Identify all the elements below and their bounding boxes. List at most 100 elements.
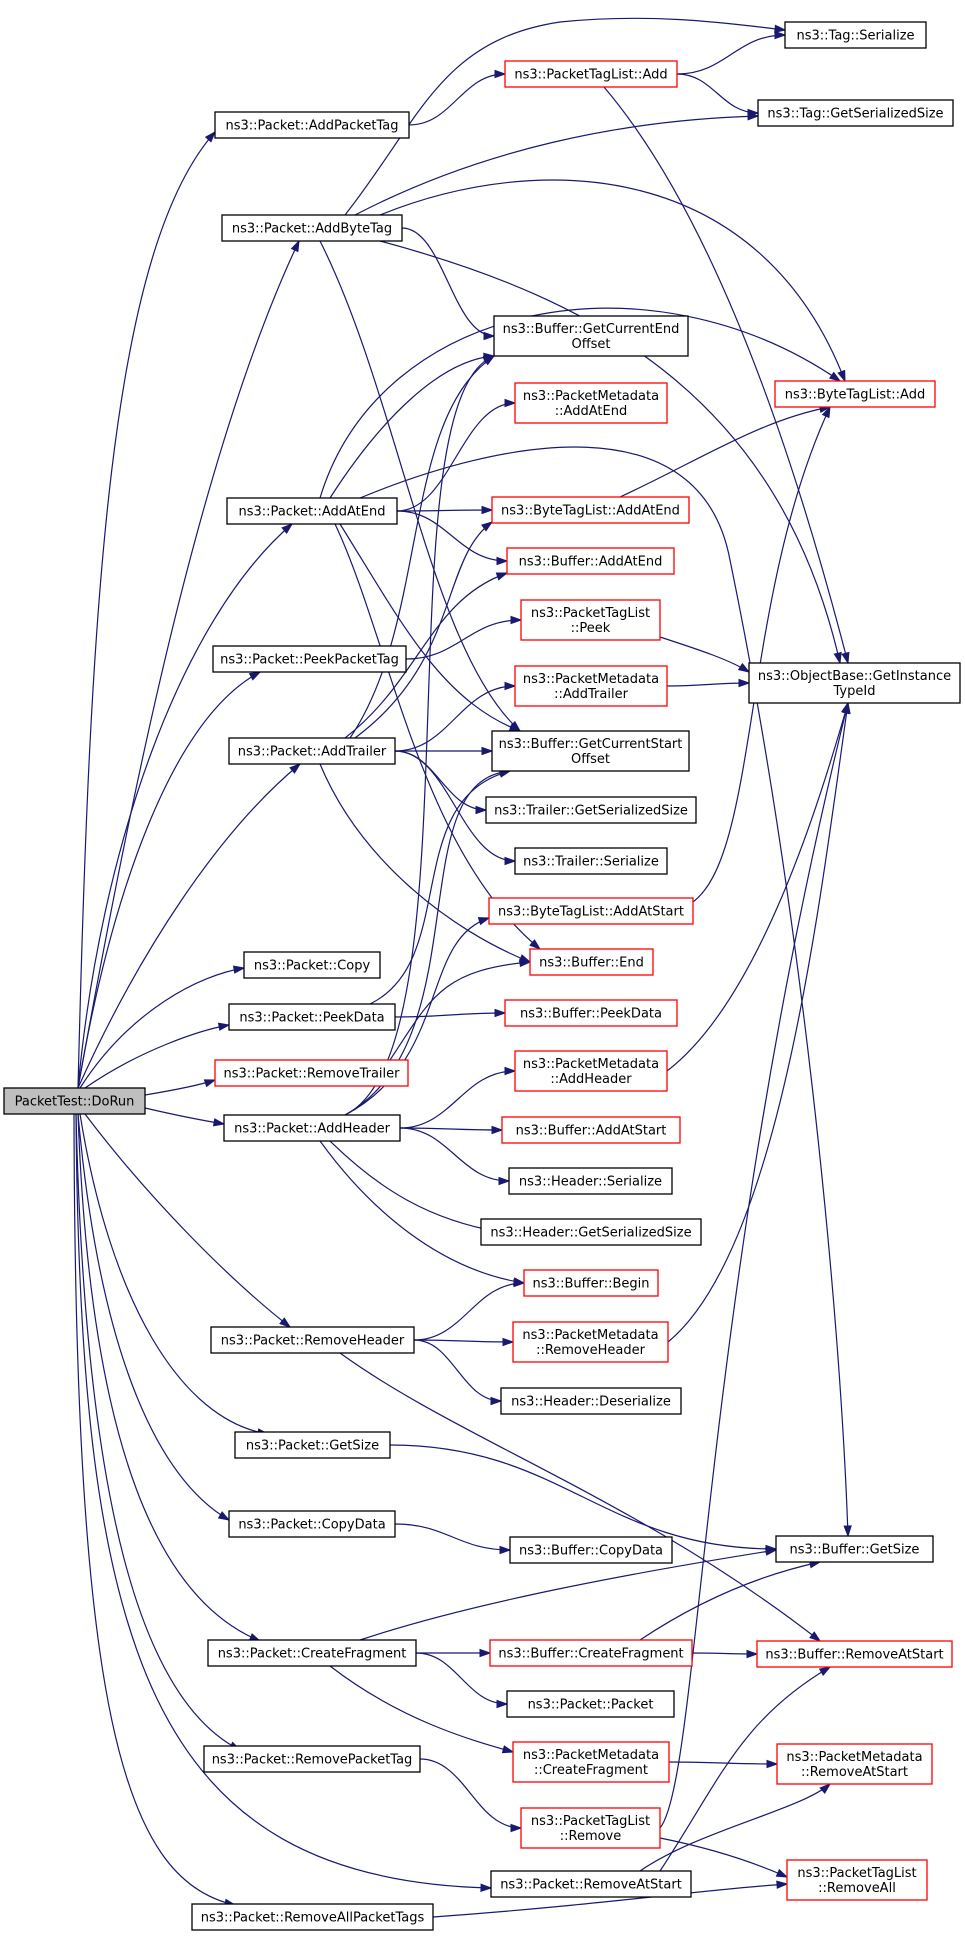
node-buf-end[interactable]: ns3::Buffer::End: [529, 948, 654, 976]
node-label: ::RemoveAll: [818, 1881, 896, 1896]
edge-line: [75, 1113, 241, 1751]
edge-line: [369, 770, 511, 1005]
arrowhead-icon: [841, 651, 850, 665]
node-ptl-removeall[interactable]: ns3::PacketTagList::RemoveAll: [786, 1859, 928, 1901]
arrowhead-icon: [496, 556, 509, 566]
arrowhead-icon: [821, 405, 831, 419]
node-buf-addatend[interactable]: ns3::Buffer::AddAtEnd: [506, 547, 675, 575]
arrowhead-icon: [281, 523, 294, 535]
arrowhead-icon: [217, 1022, 231, 1031]
edge-line: [77, 763, 301, 1089]
node-packet-packet[interactable]: ns3::Packet::Packet: [506, 1690, 675, 1718]
arrowhead-icon: [504, 1066, 517, 1076]
node-box: [514, 665, 668, 707]
node-addatend[interactable]: ns3::Packet::AddAtEnd: [226, 497, 398, 525]
edge-line: [399, 1070, 516, 1129]
node-pm-addatend[interactable]: ns3::PacketMetadata::AddAtEnd: [514, 382, 668, 424]
node-label: ns3::Trailer::Serialize: [523, 855, 659, 870]
arrowhead-icon: [477, 917, 491, 926]
edge-line: [339, 523, 521, 732]
edge-createfragment-to-pm_createfragment: [329, 1665, 515, 1754]
node-label: ns3::Packet::RemoveTrailer: [224, 1067, 401, 1082]
node-header-ser[interactable]: ns3::Header::Serialize: [508, 1167, 673, 1195]
node-label: ns3::Header::Deserialize: [511, 1395, 671, 1410]
node-label: ns3::PacketTagList: [531, 606, 650, 621]
node-pm-addheader[interactable]: ns3::PacketMetadata::AddHeader: [514, 1050, 668, 1092]
arrowhead-icon: [496, 1699, 509, 1709]
node-label: ns3::Packet::CreateFragment: [218, 1647, 407, 1662]
node-pm-removeatstart[interactable]: ns3::PacketMetadata::RemoveAtStart: [776, 1743, 933, 1785]
edge-line: [603, 86, 849, 664]
node-pm-removeheader[interactable]: ns3::PacketMetadata::RemoveHeader: [512, 1321, 669, 1363]
node-buf-begin[interactable]: ns3::Buffer::Begin: [523, 1269, 659, 1297]
edge-addbytetag-to-tag_getser: [354, 112, 760, 216]
node-ptl-remove[interactable]: ns3::PacketTagList::Remove: [520, 1807, 661, 1849]
edge-addtrailer-to-btl_addatend: [354, 521, 494, 739]
node-buf-getsize[interactable]: ns3::Buffer::GetSize: [775, 1535, 934, 1563]
node-box: [228, 1510, 396, 1538]
node-label: ns3::Buffer::CreateFragment: [498, 1647, 683, 1662]
edge-line: [668, 1761, 778, 1765]
arrowhead-icon: [737, 662, 751, 673]
node-buf-copydata[interactable]: ns3::Buffer::CopyData: [509, 1536, 673, 1564]
node-buf-removeatstart[interactable]: ns3::Buffer::RemoveAtStart: [756, 1640, 953, 1668]
node-trailer-getser[interactable]: ns3::Trailer::GetSerializedSize: [485, 796, 697, 824]
node-ptl-add[interactable]: ns3::PacketTagList::Add: [504, 60, 678, 88]
node-header-getser[interactable]: ns3::Header::GetSerializedSize: [480, 1218, 702, 1246]
node-addbytetag[interactable]: ns3::Packet::AddByteTag: [221, 214, 403, 242]
edge-line: [659, 1666, 831, 1872]
node-buf-createfragment[interactable]: ns3::Buffer::CreateFragment: [489, 1639, 693, 1667]
node-removeheader[interactable]: ns3::Packet::RemoveHeader: [210, 1326, 415, 1354]
edge-line: [659, 702, 849, 1829]
node-label: ns3::Trailer::GetSerializedSize: [494, 804, 688, 819]
node-dorun[interactable]: PacketTest::DoRun: [3, 1087, 146, 1115]
node-peekdata[interactable]: ns3::Packet::PeekData: [228, 1003, 396, 1031]
node-box: [509, 1536, 673, 1564]
arrowhead-icon: [499, 1545, 512, 1555]
node-removepackettag[interactable]: ns3::Packet::RemovePacketTag: [203, 1745, 421, 1773]
edge-removeallpackettags-to-ptl_removeall: [432, 1880, 789, 1918]
arrowhead-icon: [491, 1125, 504, 1135]
node-createfragment[interactable]: ns3::Packet::CreateFragment: [207, 1639, 417, 1667]
edge-ptl_add-to-ob_getinst: [603, 86, 850, 665]
node-trailer-ser[interactable]: ns3::Trailer::Serialize: [514, 847, 668, 875]
node-pm-addtrailer[interactable]: ns3::PacketMetadata::AddTrailer: [514, 665, 668, 707]
node-peekpackettag[interactable]: ns3::Packet::PeekPacketTag: [212, 645, 407, 673]
edge-line: [396, 509, 493, 512]
edge-addatend-to-buf_getcurstart: [339, 523, 522, 732]
node-buf-addatstart[interactable]: ns3::Buffer::AddAtStart: [501, 1116, 681, 1144]
node-addheader[interactable]: ns3::Packet::AddHeader: [223, 1114, 401, 1142]
node-tag-getser[interactable]: ns3::Tag::GetSerializedSize: [757, 99, 954, 127]
node-packet-removeatstart[interactable]: ns3::Packet::RemoveAtStart: [490, 1870, 692, 1898]
node-addpackettag[interactable]: ns3::Packet::AddPacketTag: [214, 111, 410, 139]
node-btl-addatstart[interactable]: ns3::ByteTagList::AddAtStart: [488, 897, 694, 925]
node-box: [512, 1741, 670, 1783]
node-label: ::AddTrailer: [554, 687, 628, 702]
node-pm-createfragment[interactable]: ns3::PacketMetadata::CreateFragment: [512, 1741, 670, 1783]
node-ptl-peek[interactable]: ns3::PacketTagList::Peek: [520, 599, 661, 641]
node-box: [786, 1859, 928, 1901]
node-getsize[interactable]: ns3::Packet::GetSize: [234, 1431, 391, 1459]
node-tag-serialize[interactable]: ns3::Tag::Serialize: [784, 21, 927, 49]
node-label: ns3::Packet::RemovePacketTag: [212, 1753, 413, 1768]
node-buf-peekdata[interactable]: ns3::Buffer::PeekData: [504, 999, 678, 1027]
edge-line: [394, 685, 516, 752]
node-label: ns3::ByteTagList::AddAtStart: [498, 905, 684, 920]
arrowhead-icon: [819, 1783, 832, 1795]
node-btl-addatend[interactable]: ns3::ByteTagList::AddAtEnd: [491, 496, 690, 524]
node-header-deser[interactable]: ns3::Header::Deserialize: [500, 1387, 682, 1415]
node-label: ns3::Packet::RemoveHeader: [221, 1334, 405, 1349]
node-removetrailer[interactable]: ns3::Packet::RemoveTrailer: [214, 1059, 409, 1087]
node-copy[interactable]: ns3::Packet::Copy: [243, 951, 381, 979]
node-label: ns3::PacketMetadata: [786, 1750, 922, 1765]
edge-line: [408, 73, 506, 126]
node-btl-add[interactable]: ns3::ByteTagList::Add: [774, 380, 936, 408]
node-copydata[interactable]: ns3::Packet::CopyData: [228, 1510, 396, 1538]
node-addtrailer[interactable]: ns3::Packet::AddTrailer: [228, 737, 396, 765]
edge-line: [399, 1127, 503, 1131]
arrowhead-icon: [483, 331, 496, 341]
node-removeallpackettags[interactable]: ns3::Packet::RemoveAllPacketTags: [191, 1903, 434, 1931]
